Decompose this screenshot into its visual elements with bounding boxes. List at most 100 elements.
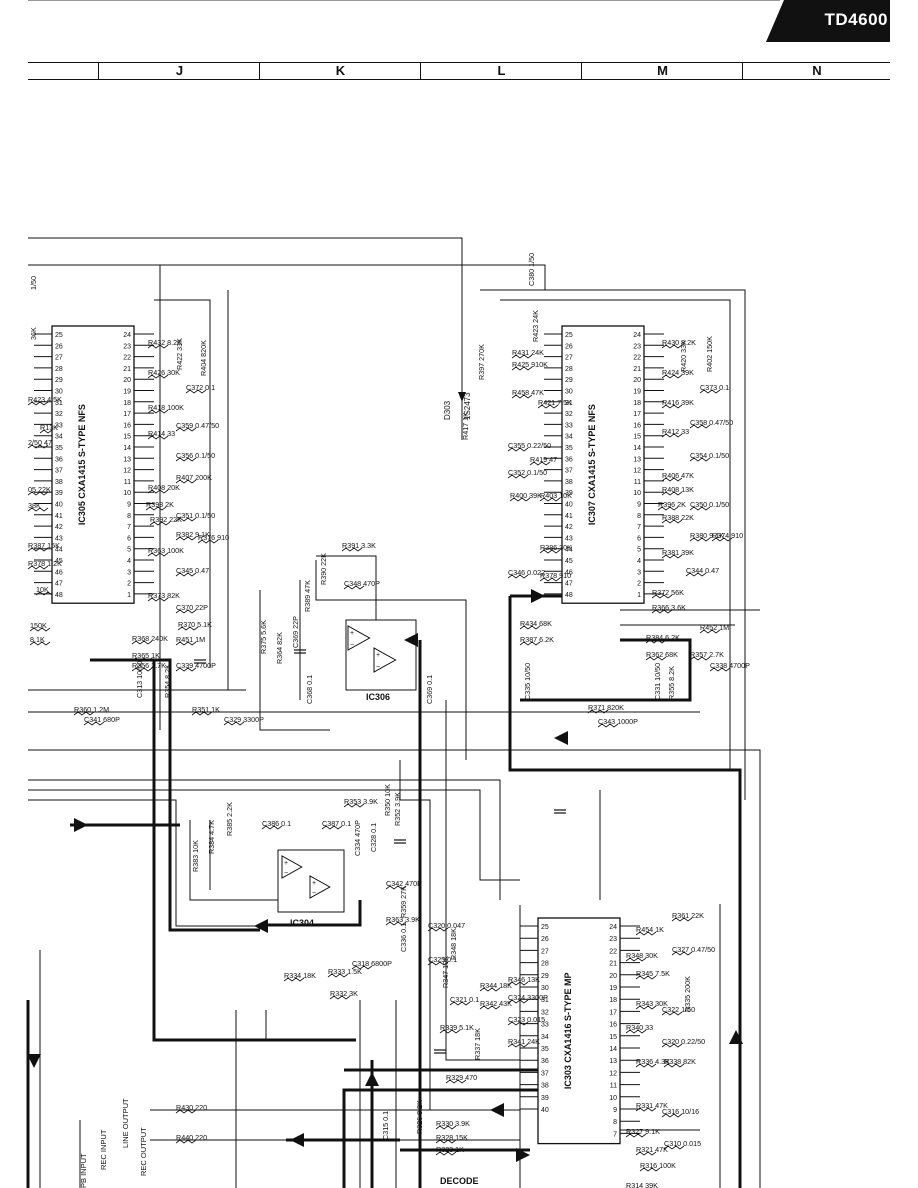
wire [28,749,761,1188]
ic303-pin: 24 [609,924,617,931]
resistor-zigzag [261,825,283,830]
ic303-pin: 23 [609,936,617,943]
resistor-zigzag [539,577,561,582]
ic304-opamp-a [281,855,303,879]
resistor-zigzag [175,1109,197,1114]
ic303-pin: 18 [609,997,617,1004]
edge-component: R387 15K [28,541,60,550]
circuit-component: R389 47K [303,580,312,612]
top-rule [28,0,780,1]
ic303-pin: 25 [541,924,549,931]
ic305-pin: 4 [127,558,131,565]
ic307-input-component: R458 47K [512,388,544,397]
ic303-label: IC303 CXA1416 S-TYPE MP [563,973,573,1090]
signal-arrow [531,589,545,603]
circuit-component: R348 18K [449,928,458,960]
circuit-component: R351 1K [192,705,220,714]
ic305-pin: 40 [55,502,63,509]
resistor-zigzag [175,609,197,614]
circuit-component: C368 0.1 [305,675,314,704]
wire [28,779,501,900]
circuit-component: R333 1.5K [328,967,362,976]
signal-path [152,660,356,1042]
ic303-component: R335 200K [683,976,692,1012]
ic306-opamp-a-minus: − [350,642,354,649]
ic303-component: R340 33 [626,1023,653,1032]
ic307-input-component: R387 6.2K [520,635,554,644]
ic303-pin: 38 [541,1083,549,1090]
ic307-pin: 42 [565,524,573,531]
ic305-pin: 43 [55,535,63,542]
ic307-input-component: R431 24K [512,348,544,357]
circuit-component: R390 22K [319,553,328,585]
circuit-component: C329 3300P [224,715,264,724]
ic305-pin: 6 [127,535,131,542]
resistor-zigzag [661,519,683,524]
resistor-zigzag [511,354,533,359]
resistor-zigzag [711,537,733,542]
left-ic-component: R426 30K [148,368,180,377]
circuit-component: R329 470 [446,1073,477,1082]
resistor-zigzag [519,625,541,630]
ic307-pin: 44 [565,547,573,554]
left-ic-component: R418 100K [148,403,184,412]
left-ic-component: R408 20K [148,483,180,492]
ic303-component: R348 30K [626,951,658,960]
ic305-pin: 11 [124,479,131,486]
ic305-pin: 36 [55,456,63,463]
left-ic-component: R407 200K [176,473,212,482]
right-ic-component: C350 0.1/50 [690,500,729,509]
right-ic-component: R380 9.1K [690,531,724,540]
resistor-zigzag [507,1043,529,1048]
ic307-pin: 2 [637,581,641,588]
ic307-pin: 43 [565,535,573,542]
ic307-pin: 25 [565,332,573,339]
right-ic-component: R420 33K [679,340,688,372]
ic303-pin: 33 [541,1022,549,1029]
resistor-zigzag [511,366,533,371]
wire [399,760,431,1110]
ic305-pin: 39 [55,490,63,497]
ic306-frame [345,619,417,691]
wire [28,789,520,881]
ic305-pin: 15 [123,434,131,441]
resistor-zigzag [197,539,219,544]
ic305-pin: 7 [127,524,131,531]
circuit-component: R352 3.9K [393,792,402,826]
resistor-zigzag [175,427,197,432]
left-ic-component: C359 0.47/50 [176,421,219,430]
resistor-zigzag [175,479,197,484]
left-ic-component: R392 22K [150,515,182,524]
edge-component: 150K [30,621,47,630]
resistor-zigzag [635,1005,657,1010]
resistor-zigzag [661,344,683,349]
resistor-zigzag [685,572,707,577]
resistor-zigzag [427,927,449,932]
ic307-input-component: C346 0.022 [508,568,545,577]
ic303-body [537,917,621,1145]
right-ic-component: C338 4700P [710,661,750,670]
ic305-pin: 22 [123,355,131,362]
ic305-pin: 19 [123,389,131,396]
resistor-zigzag [661,1011,683,1016]
resistor-zigzag [651,594,673,599]
right-ic-component: R362 68K [646,650,678,659]
circuit-component: C321 0.1 [450,995,479,1004]
circuit-component: C380 1/50 [527,253,536,286]
edge-component: R423 4.5K [28,395,62,404]
ic303-pin: 8 [613,1119,617,1126]
wire [315,560,467,760]
ic303-pin: 32 [541,1009,549,1016]
resistor-zigzag [439,1029,461,1034]
ic307-input-component: R386 30K [540,543,572,552]
ic305-pin: 10 [123,490,131,497]
edge-component: 1/50 [29,276,38,290]
signal-arrow [27,1054,41,1068]
resistor-zigzag [27,507,49,512]
ic305-pin: 25 [55,332,63,339]
ic307-pin: 1 [637,592,641,599]
signal-arrow [490,1103,504,1117]
ic303-pin: 19 [609,985,617,992]
ic305-pin: 9 [127,502,131,509]
